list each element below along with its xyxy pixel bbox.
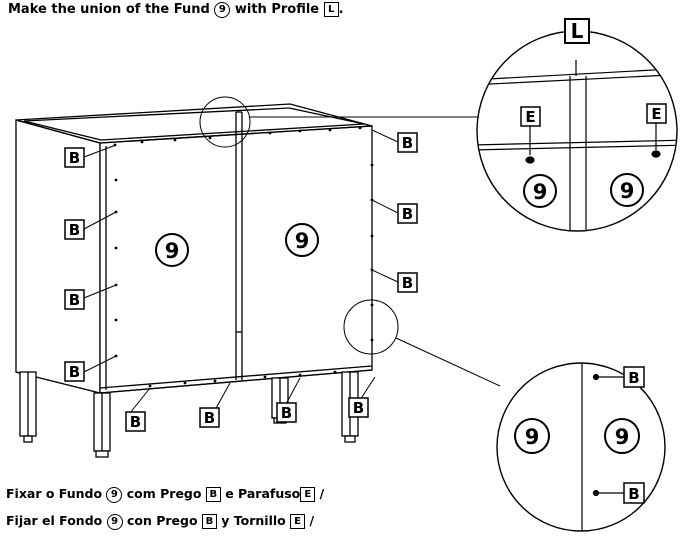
fund-part-badge: 9 xyxy=(106,487,123,503)
svg-text:B: B xyxy=(69,363,80,381)
nail-label-bottom-1: B xyxy=(125,411,146,432)
title-suffix: . xyxy=(338,2,344,17)
caption-text: com Prego xyxy=(126,486,202,501)
svg-text:B: B xyxy=(402,274,413,292)
screw-label-right: E xyxy=(646,103,667,124)
svg-text:B: B xyxy=(353,399,364,417)
fund-label-zoom-bottom-left: 9 xyxy=(514,418,550,454)
label-leaders xyxy=(83,129,399,414)
title-text: Make the union of the Fund xyxy=(8,2,210,17)
svg-text:B: B xyxy=(69,291,80,309)
fund-part-badge: 9 xyxy=(214,2,231,18)
nail-badge: B xyxy=(205,487,221,502)
svg-text:B: B xyxy=(402,134,413,152)
nail-label-right-3: B xyxy=(397,272,418,293)
svg-text:B: B xyxy=(402,205,413,223)
svg-text:E: E xyxy=(525,108,535,126)
caption-text: e Parafuso xyxy=(225,486,301,501)
nail-label-left-3: B xyxy=(64,289,85,310)
svg-text:9: 9 xyxy=(165,239,180,263)
caption-text: / xyxy=(315,486,325,501)
svg-text:B: B xyxy=(204,409,215,427)
instruction-title: Make the union of the Fund 9 with Profil… xyxy=(8,2,344,18)
profile-badge: L xyxy=(323,2,339,17)
caption-text: Fijar el Fondo xyxy=(6,513,103,528)
caption-text: y Tornillo xyxy=(221,513,286,528)
screw-badge: E xyxy=(300,487,316,502)
caption-text: / xyxy=(305,513,315,528)
fund-label-right: 9 xyxy=(285,223,319,257)
fund-label-zoom-top-right: 9 xyxy=(610,173,644,207)
svg-text:B: B xyxy=(69,221,80,239)
svg-text:9: 9 xyxy=(295,229,310,253)
svg-text:B: B xyxy=(628,369,639,387)
fund-label-zoom-bottom-right: 9 xyxy=(604,418,640,454)
svg-text:B: B xyxy=(69,149,80,167)
nail-label-zoom-1: B xyxy=(623,366,645,388)
profile-label: L xyxy=(564,18,590,44)
svg-text:9: 9 xyxy=(525,425,540,449)
svg-text:9: 9 xyxy=(533,180,548,204)
nail-label-right-1: B xyxy=(397,132,418,153)
nail-badge: B xyxy=(201,514,217,529)
svg-text:B: B xyxy=(130,413,141,431)
nail-label-bottom-3: B xyxy=(276,402,297,423)
title-text-middle: with Profile xyxy=(234,2,320,17)
nail-label-left-4: B xyxy=(64,361,85,382)
fund-part-badge: 9 xyxy=(106,514,123,530)
nail-label-bottom-2: B xyxy=(199,407,220,428)
svg-text:9: 9 xyxy=(615,425,630,449)
fund-label-zoom-top-left: 9 xyxy=(523,174,557,208)
nail-label-left-1: B xyxy=(64,147,85,168)
caption-spanish: Fijar el Fondo 9 con Prego B y Tornillo … xyxy=(6,513,314,530)
cabinet-drawing xyxy=(15,103,373,458)
nail-label-zoom-2: B xyxy=(623,482,645,504)
fund-label-left: 9 xyxy=(155,233,189,267)
zoom-detail-bottom xyxy=(496,362,666,532)
nail-label-bottom-4: B xyxy=(348,397,369,418)
svg-text:B: B xyxy=(628,485,639,503)
caption-text: Fixar o Fundo xyxy=(6,486,103,501)
caption-text: con Prego xyxy=(126,513,198,528)
svg-text:E: E xyxy=(651,105,661,123)
svg-text:9: 9 xyxy=(620,179,635,203)
screw-label-left: E xyxy=(520,106,541,127)
nail-label-right-2: B xyxy=(397,203,418,224)
detail-circles xyxy=(199,96,501,387)
svg-text:L: L xyxy=(571,19,584,43)
svg-text:B: B xyxy=(281,404,292,422)
screw-badge: E xyxy=(290,514,306,529)
nail-label-left-2: B xyxy=(64,219,85,240)
